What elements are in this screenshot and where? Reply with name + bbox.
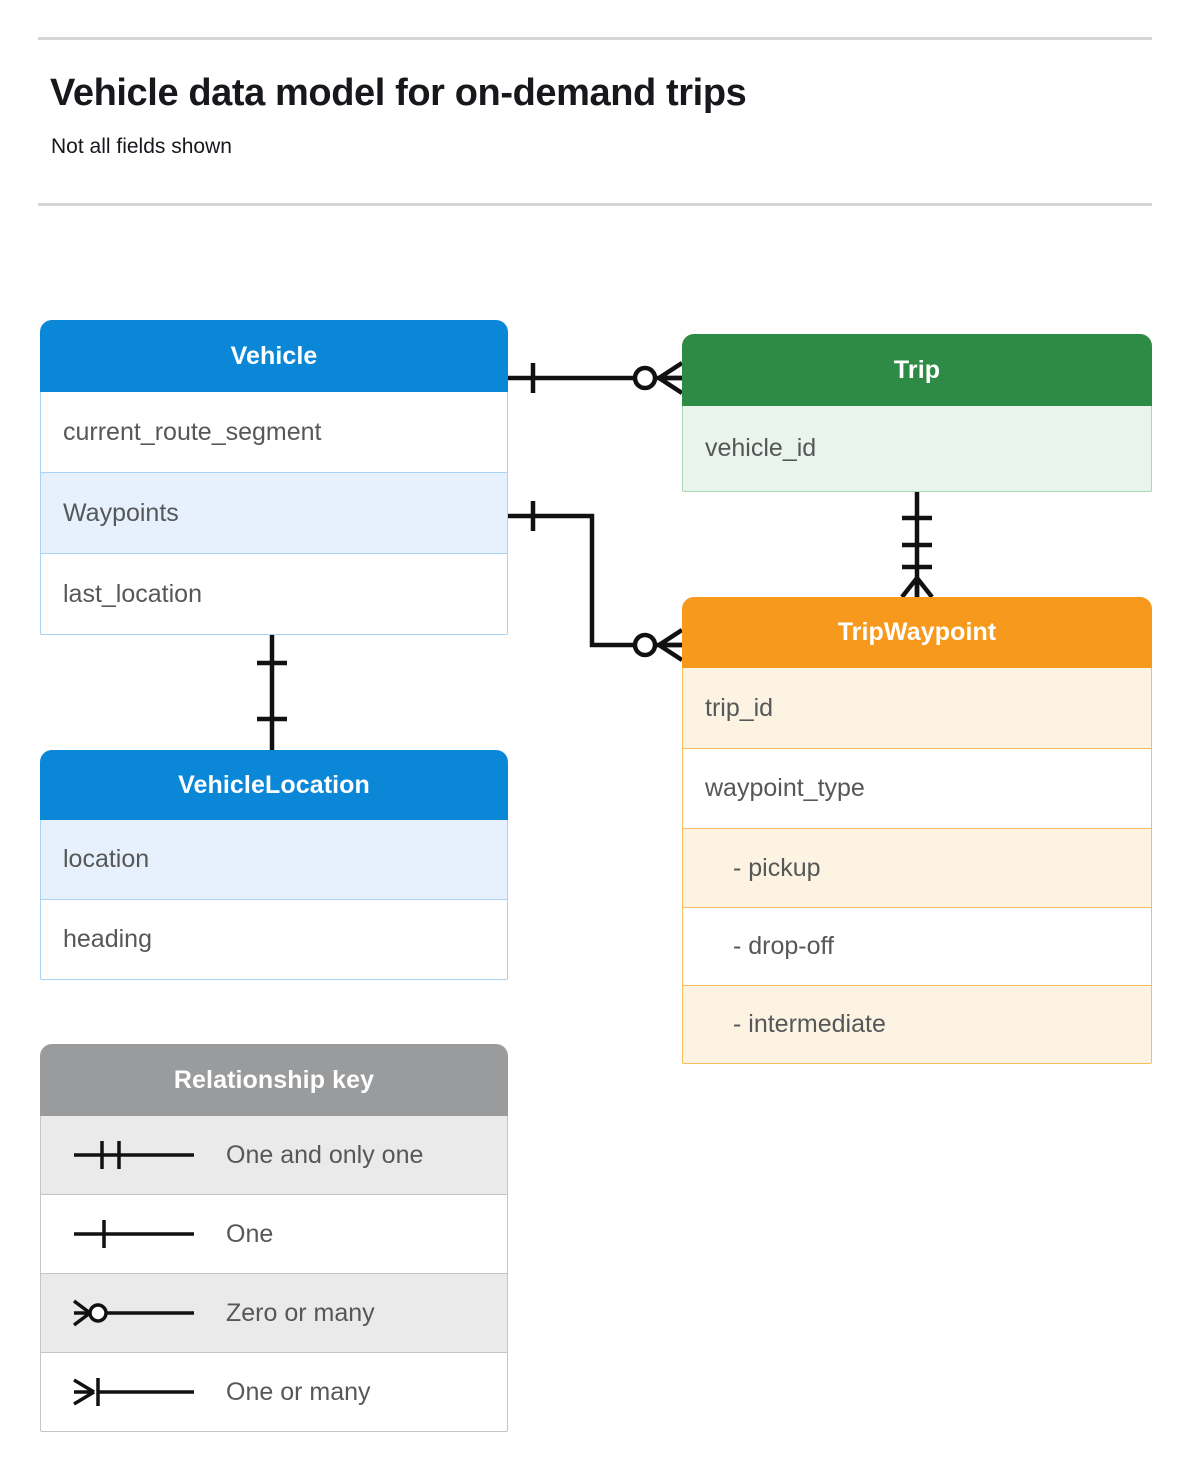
entity-tripwaypoint-enum-drop-off[interactable]: - drop-off — [682, 908, 1152, 986]
entity-tripwaypoint-field-trip-id[interactable]: trip_id — [682, 668, 1152, 749]
connector-trip-tripwaypoint — [900, 492, 934, 599]
legend-label-zero-or-many: Zero or many — [226, 1298, 375, 1327]
header-divider-bottom — [38, 203, 1152, 206]
legend-item-zero-or-many: Zero or many — [40, 1274, 508, 1353]
entity-tripwaypoint-enum-pickup[interactable]: - pickup — [682, 829, 1152, 908]
entity-tripwaypoint-enum-intermediate[interactable]: - intermediate — [682, 986, 1152, 1064]
connector-waypoints-tripwaypoint — [508, 501, 684, 662]
one-and-only-one-icon — [41, 1116, 226, 1194]
relationship-key-legend: Relationship key One and only one — [40, 1044, 508, 1432]
entity-vehiclelocation[interactable]: VehicleLocation location heading — [40, 750, 508, 980]
entity-trip-field-vehicle-id[interactable]: vehicle_id — [682, 406, 1152, 492]
legend-item-one-and-only-one: One and only one — [40, 1116, 508, 1195]
entity-tripwaypoint-field-waypoint-type[interactable]: waypoint_type — [682, 749, 1152, 829]
entity-vehicle-field-last-location[interactable]: last_location — [40, 554, 508, 635]
legend-item-one: One — [40, 1195, 508, 1274]
legend-item-one-or-many: One or many — [40, 1353, 508, 1432]
entity-vehiclelocation-field-location[interactable]: location — [40, 820, 508, 900]
relationship-key-title: Relationship key — [40, 1044, 508, 1116]
one-icon — [41, 1195, 226, 1273]
zero-or-many-icon — [41, 1274, 226, 1352]
legend-label-one-or-many: One or many — [226, 1377, 371, 1406]
entity-vehicle-field-current-route-segment[interactable]: current_route_segment — [40, 392, 508, 473]
entity-tripwaypoint[interactable]: TripWaypoint trip_id waypoint_type - pic… — [682, 597, 1152, 1064]
legend-label-one-and-only-one: One and only one — [226, 1140, 424, 1169]
entity-trip-title: Trip — [682, 334, 1152, 406]
one-or-many-icon — [41, 1353, 226, 1431]
entity-vehicle-field-waypoints[interactable]: Waypoints — [40, 473, 508, 554]
legend-label-one: One — [226, 1219, 274, 1248]
entity-tripwaypoint-title: TripWaypoint — [682, 597, 1152, 668]
header-divider-top — [38, 37, 1152, 40]
entity-trip[interactable]: Trip vehicle_id — [682, 334, 1152, 492]
entity-vehiclelocation-field-heading[interactable]: heading — [40, 900, 508, 980]
entity-vehiclelocation-title: VehicleLocation — [40, 750, 508, 820]
connector-vehicle-vehiclelocation — [257, 635, 287, 750]
entity-vehicle[interactable]: Vehicle current_route_segment Waypoints … — [40, 320, 508, 635]
page-subtitle: Not all fields shown — [51, 135, 232, 158]
connector-vehicle-trip — [508, 361, 684, 395]
entity-vehicle-title: Vehicle — [40, 320, 508, 392]
page-title: Vehicle data model for on-demand trips — [50, 72, 747, 114]
